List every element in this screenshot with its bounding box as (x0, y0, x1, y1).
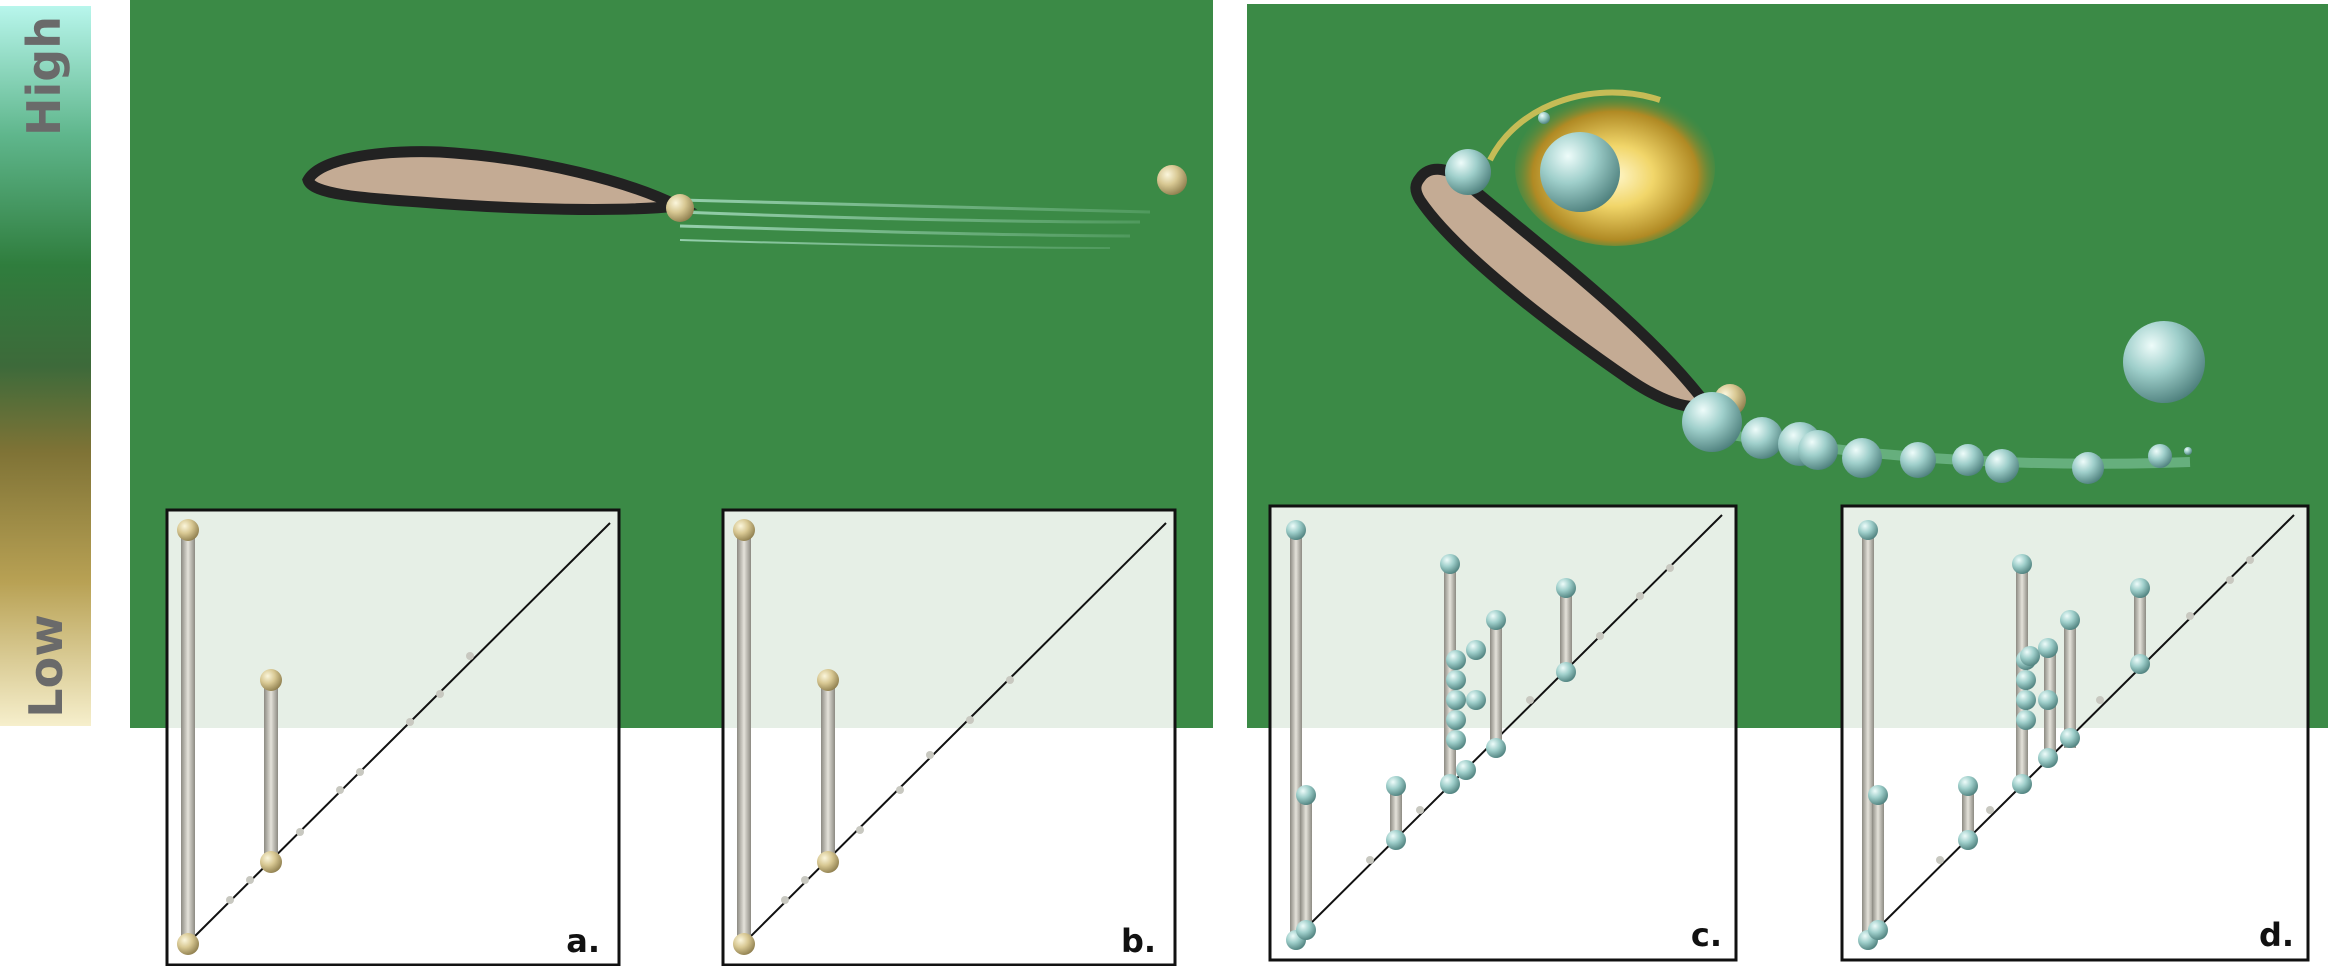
diagram-d: d. (1840, 504, 2310, 962)
left-far-sphere (1157, 165, 1187, 195)
panel-label-a: a. (566, 922, 600, 960)
left-wake (679, 198, 1151, 249)
panel-label-b: b. (1121, 922, 1156, 960)
colorbar-low-label: Low (19, 614, 73, 717)
panel-label-c: c. (1691, 916, 1722, 954)
panel-label-d: d. (2259, 916, 2294, 954)
left-trailing-sphere (666, 194, 694, 222)
right-spheres (1445, 112, 2205, 484)
diagram-b: b. (721, 508, 1177, 966)
colorbar: High Low (0, 6, 91, 726)
colorbar-gradient (0, 6, 91, 726)
diagram-a: a. (165, 508, 621, 966)
diagram-c: c. (1268, 504, 1738, 962)
colorbar-high-label: High (17, 16, 71, 136)
